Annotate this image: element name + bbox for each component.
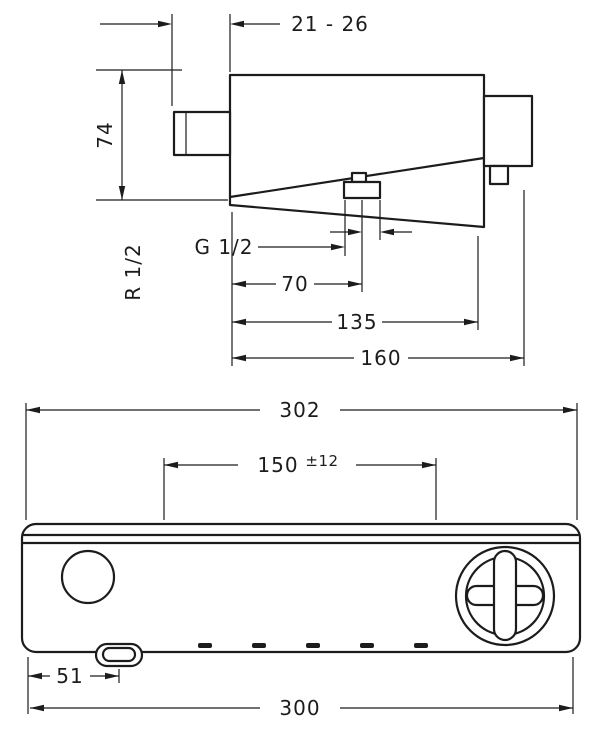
arrowhead-right xyxy=(105,672,119,680)
arrowhead-left xyxy=(28,672,42,680)
dim-label-overall-width: 302 xyxy=(279,398,320,422)
dim-overall-width: 302 xyxy=(25,398,578,520)
arrowhead-right xyxy=(348,228,362,236)
dim-label-outlet-offset: 70 xyxy=(281,272,308,296)
drain-slot xyxy=(360,643,374,648)
mixer-body-side xyxy=(228,73,486,229)
bottom-outlet-inner xyxy=(101,646,137,663)
label-outlet-thread: G 1/2 xyxy=(194,235,253,259)
dim-wall-height: 74 xyxy=(93,69,228,201)
arrowhead-left xyxy=(380,228,394,236)
drain-slot xyxy=(414,643,428,648)
drain-slot xyxy=(252,643,266,648)
knob-grip-vertical xyxy=(492,549,518,642)
drain-slots xyxy=(198,643,428,648)
label-outlet-thread-group: G 1/2 xyxy=(194,200,412,259)
dim-label-spacing-tolerance: ±12 xyxy=(305,452,338,470)
dim-label-total-depth: 160 xyxy=(360,346,401,370)
label-wall-thread: R 1/2 xyxy=(121,243,145,300)
dim-projection: 21 - 26 xyxy=(100,12,369,106)
arrowhead-right xyxy=(510,354,524,362)
wall-connector xyxy=(172,110,232,157)
dim-outlet-offset-front: 51 xyxy=(27,657,120,714)
front-view: 302 150 ±12 xyxy=(20,398,582,720)
dim-label-outlet-offset-front: 51 xyxy=(56,664,83,688)
dim-label-body-width: 300 xyxy=(279,696,320,720)
arrowhead-left xyxy=(232,318,246,326)
dim-total-depth: 160 xyxy=(232,190,525,370)
dim-mid-distance: 135 xyxy=(232,236,479,334)
handle-nub xyxy=(488,164,510,186)
arrowhead-right xyxy=(464,318,478,326)
arrowhead-right xyxy=(563,406,577,414)
arrowhead-right xyxy=(559,704,573,712)
arrowhead-left xyxy=(164,461,178,469)
arrowhead-up xyxy=(118,70,126,84)
arrowhead-left xyxy=(230,20,244,28)
arrowhead-left xyxy=(30,704,44,712)
temperature-knob xyxy=(454,545,556,647)
arrowhead-down xyxy=(118,186,126,200)
hose-outlet-side xyxy=(342,180,382,200)
handle-block-side xyxy=(482,94,534,168)
dim-body-width: 300 xyxy=(30,657,574,720)
arrowhead-right xyxy=(158,20,172,28)
arrowhead-left xyxy=(232,280,246,288)
dim-label-connection-spacing: 150 xyxy=(257,453,298,477)
dim-label-wall-height: 74 xyxy=(93,121,117,148)
arrowhead-right xyxy=(331,243,345,251)
drain-slot xyxy=(198,643,212,648)
mixer-body-front xyxy=(20,522,582,654)
side-view: 21 - 26 74 R 1/2 G 1/2 xyxy=(93,12,534,370)
dim-label-mid-distance: 135 xyxy=(336,310,377,334)
select-button xyxy=(60,549,116,605)
drain-slot xyxy=(306,643,320,648)
arrowhead-right xyxy=(422,461,436,469)
dim-outlet-offset: 70 xyxy=(231,200,363,366)
outlet-step xyxy=(350,171,368,184)
arrowhead-left xyxy=(232,354,246,362)
arrowhead-right xyxy=(348,280,362,288)
arrowhead-left xyxy=(26,406,40,414)
dim-connection-spacing: 150 ±12 xyxy=(163,452,437,520)
dim-label-projection: 21 - 26 xyxy=(291,12,369,36)
